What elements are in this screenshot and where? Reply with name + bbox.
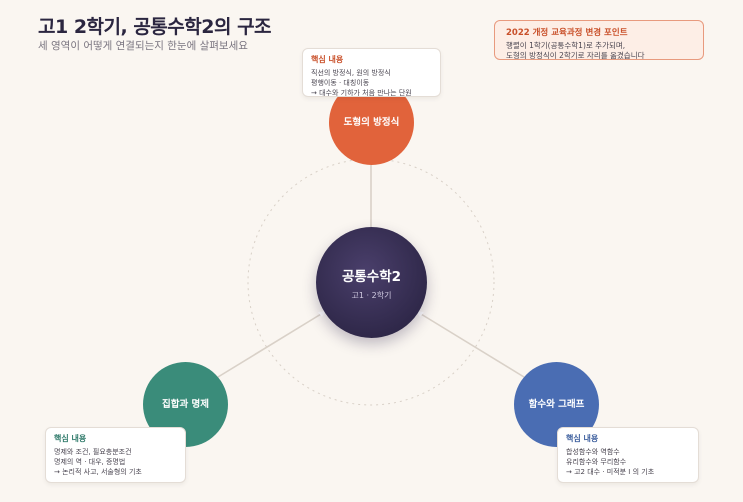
card-line: → 대수와 기하가 처음 만나는 단원 <box>311 89 412 97</box>
card-line: → 고2 대수 · 미적분 Ⅰ 의 기초 <box>566 468 655 476</box>
card-title: 핵심 내용 <box>54 434 87 443</box>
card-figure-equations: 핵심 내용 직선의 방정식, 원의 방정식 평행이동 · 대칭이동 → 대수와 … <box>302 48 441 97</box>
notice-line: 도형의 방정식이 2학기로 자리를 옮겼습니다 <box>506 51 645 60</box>
page-subtitle: 세 영역이 어떻게 연결되는지 한눈에 살펴보세요 <box>38 40 248 52</box>
card-sets-propositions: 핵심 내용 명제와 조건, 필요충분조건 명제의 역 · 대우, 증명법 → 논… <box>45 427 186 483</box>
orbit-ring <box>247 158 495 406</box>
node-label: 도형의 방정식 <box>343 117 400 128</box>
card-line: 평행이동 · 대칭이동 <box>311 79 370 87</box>
card-line: 직선의 방정식, 원의 방정식 <box>311 69 391 77</box>
center-node-subtitle: 고1 · 2학기 <box>351 290 392 300</box>
card-functions-graphs: 핵심 내용 합성함수와 역함수 유리함수와 무리함수 → 고2 대수 · 미적분… <box>557 427 699 483</box>
page-title: 고1 2학기, 공통수학2의 구조 <box>38 16 272 38</box>
card-line: 유리함수와 무리함수 <box>566 458 627 466</box>
center-node[interactable]: 공통수학2 고1 · 2학기 <box>316 227 427 338</box>
connector-right <box>415 310 525 378</box>
notice-line: 행렬이 1학기(공통수학1)로 추가되며, <box>506 41 626 50</box>
card-line: 합성함수와 역함수 <box>566 448 620 456</box>
center-node-title: 공통수학2 <box>341 268 402 285</box>
node-label: 집합과 명제 <box>161 399 209 410</box>
connector-left <box>217 310 327 378</box>
card-title: 핵심 내용 <box>566 434 599 443</box>
card-title: 핵심 내용 <box>311 55 344 64</box>
card-line: 명제의 역 · 대우, 증명법 <box>54 458 126 466</box>
notice-title: 2022 개정 교육과정 변경 포인트 <box>506 28 628 38</box>
card-line: → 논리적 사고, 서술형의 기초 <box>54 468 142 476</box>
card-line: 명제와 조건, 필요충분조건 <box>54 448 132 456</box>
curriculum-change-notice: 2022 개정 교육과정 변경 포인트 행렬이 1학기(공통수학1)로 추가되며… <box>494 20 704 60</box>
node-label: 함수와 그래프 <box>528 399 585 410</box>
